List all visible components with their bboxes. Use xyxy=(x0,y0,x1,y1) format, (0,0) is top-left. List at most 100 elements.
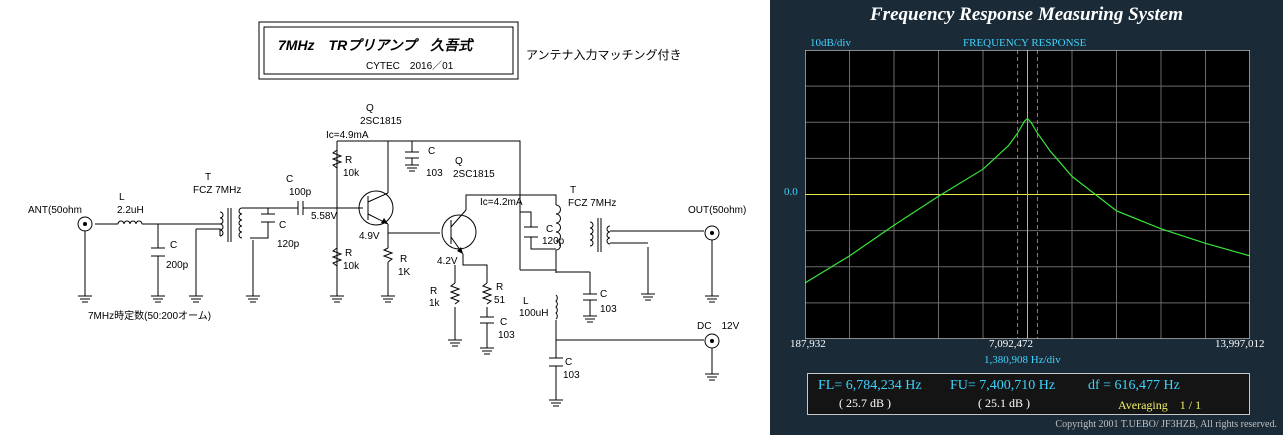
window-title: Frequency Response Measuring System xyxy=(870,4,1183,25)
label-ic2: Ic=4.2mA xyxy=(480,197,523,208)
schematic-title-block: 7MHz TRプリアンプ 久吾式 CYTEC 2016／01 xyxy=(258,21,519,80)
ground-icon xyxy=(189,295,203,303)
label-c7-value: 103 xyxy=(600,304,617,315)
x-center-label: 7,092,472 xyxy=(989,338,1033,350)
schematic-subtitle: CYTEC 2016／01 xyxy=(366,60,454,72)
inductor-l1-icon xyxy=(117,220,143,225)
label-emit1-voltage: 4.9V xyxy=(359,231,380,242)
ground-icon xyxy=(705,373,719,381)
label-ant: ANT(50ohm xyxy=(28,205,82,216)
ground-icon xyxy=(549,399,563,407)
reference-level-label: 0.0 xyxy=(784,186,798,198)
label-emit2-voltage: 4.2V xyxy=(437,256,458,267)
capacitor-c3-icon xyxy=(297,201,304,215)
resistor-r4-icon xyxy=(449,282,461,305)
label-ic1: Ic=4.9mA xyxy=(326,130,369,141)
label-c8-name: C xyxy=(565,357,572,368)
label-c5-name: C xyxy=(500,317,507,328)
averaging-readout: Averaging 1 / 1 xyxy=(1118,398,1202,412)
label-c5-value: 103 xyxy=(498,330,515,341)
fl-db-readout: ( 25.7 dB ) xyxy=(839,396,891,410)
label-c2-value: 120p xyxy=(277,239,300,250)
out-connector-icon xyxy=(704,225,720,241)
label-base1-voltage: 5.58V xyxy=(311,211,337,222)
label-l2-name: L xyxy=(523,296,529,307)
transformer-t1-icon xyxy=(196,207,243,242)
ground-icon xyxy=(405,164,419,172)
measurement-readout: FL= 6,784,234 Hz FU= 7,400,710 Hz df = 6… xyxy=(807,373,1250,415)
label-l1-value: 2.2uH xyxy=(117,205,144,216)
ground-icon xyxy=(583,315,597,323)
label-q2-name: Q xyxy=(455,156,463,167)
response-trace xyxy=(805,117,1250,284)
frequency-response-window: Frequency Response Measuring System 10dB… xyxy=(770,0,1283,435)
capacitor-c7-icon xyxy=(583,293,597,301)
label-l1-name: L xyxy=(119,192,125,203)
fu-db-readout: ( 25.1 dB ) xyxy=(978,396,1030,410)
capacitor-c2-icon xyxy=(261,213,275,223)
label-l2-value: 100uH xyxy=(519,308,548,319)
fu-readout: FU= 7,400,710 Hz xyxy=(950,378,1056,393)
label-r3-value: 1K xyxy=(398,267,411,278)
label-r2-value: 10k xyxy=(343,261,360,272)
ground-icon xyxy=(705,295,719,303)
copyright-notice: Copyright 2001 T.UEBO/ JF3HZB, All right… xyxy=(1055,419,1277,430)
ground-icon xyxy=(641,293,655,301)
ant-connector-icon xyxy=(77,216,93,232)
label-t1-value: FCZ 7MHz xyxy=(193,185,241,196)
label-t2-name: T xyxy=(570,185,576,196)
label-dc: DC 12V xyxy=(697,321,740,332)
ground-icon xyxy=(330,295,344,303)
label-c1-value: 200p xyxy=(166,260,189,271)
label-r4-value: 1k xyxy=(429,298,441,309)
label-out: OUT(50ohm) xyxy=(688,205,746,216)
ground-icon xyxy=(78,295,92,303)
circuit-schematic: 7MHz TRプリアンプ 久吾式 CYTEC 2016／01 アンテナ入力マッチ… xyxy=(28,21,746,407)
label-c6-name: C xyxy=(546,224,553,235)
ground-icon xyxy=(480,347,494,355)
capacitor-c8-icon xyxy=(549,357,563,367)
label-r3-name: R xyxy=(400,254,407,265)
transformer-t2-icon xyxy=(555,204,611,252)
label-r1-name: R xyxy=(345,155,352,166)
label-r5-name: R xyxy=(496,282,503,293)
scale-label: 10dB/div xyxy=(810,37,851,49)
ground-icon xyxy=(448,339,462,347)
label-r2-name: R xyxy=(345,248,352,259)
capacitor-c4-icon xyxy=(405,151,419,159)
frequency-response-plot xyxy=(805,50,1250,339)
label-c3-value: 100p xyxy=(289,187,312,198)
resistor-r3-icon xyxy=(382,247,394,263)
label-c4-value: 103 xyxy=(426,168,443,179)
label-c7-name: C xyxy=(600,289,607,300)
label-c4-name: C xyxy=(428,146,435,157)
label-r1-value: 10k xyxy=(343,168,360,179)
dc-connector-icon xyxy=(704,333,720,349)
ground-symbols xyxy=(78,164,719,407)
x-start-label: 187,932 xyxy=(790,338,826,350)
plot-title: FREQUENCY RESPONSE xyxy=(963,37,1087,49)
label-r4-name: R xyxy=(430,286,437,297)
label-c3-name: C xyxy=(286,174,293,185)
schematic-note-right: アンテナ入力マッチング付き xyxy=(526,48,682,62)
x-division-label: 1,380,908 Hz/div xyxy=(984,354,1061,366)
ground-icon xyxy=(246,295,260,303)
capacitor-c5-icon xyxy=(480,316,494,324)
capacitor-c1-icon xyxy=(151,247,165,257)
capacitor-c6-icon xyxy=(524,226,538,238)
resistor-r2-icon xyxy=(331,247,343,267)
label-r5-value: 51 xyxy=(494,295,506,306)
label-c8-value: 103 xyxy=(563,370,580,381)
label-t2-value: FCZ 7MHz xyxy=(568,198,616,209)
ground-icon xyxy=(151,295,165,303)
inductor-l2-icon xyxy=(555,294,558,320)
label-q2-value: 2SC1815 xyxy=(453,169,495,180)
label-c2-name: C xyxy=(279,220,286,231)
transistor-q2-icon xyxy=(441,209,477,255)
df-readout: df = 616,477 Hz xyxy=(1088,378,1180,393)
x-end-label: 13,997,012 xyxy=(1215,338,1265,350)
label-c6-value: 120p xyxy=(542,236,565,247)
ground-icon xyxy=(381,295,395,303)
schematic-note-bottom: 7MHz時定数(50:200オーム) xyxy=(88,309,211,322)
fl-readout: FL= 6,784,234 Hz xyxy=(818,378,922,393)
